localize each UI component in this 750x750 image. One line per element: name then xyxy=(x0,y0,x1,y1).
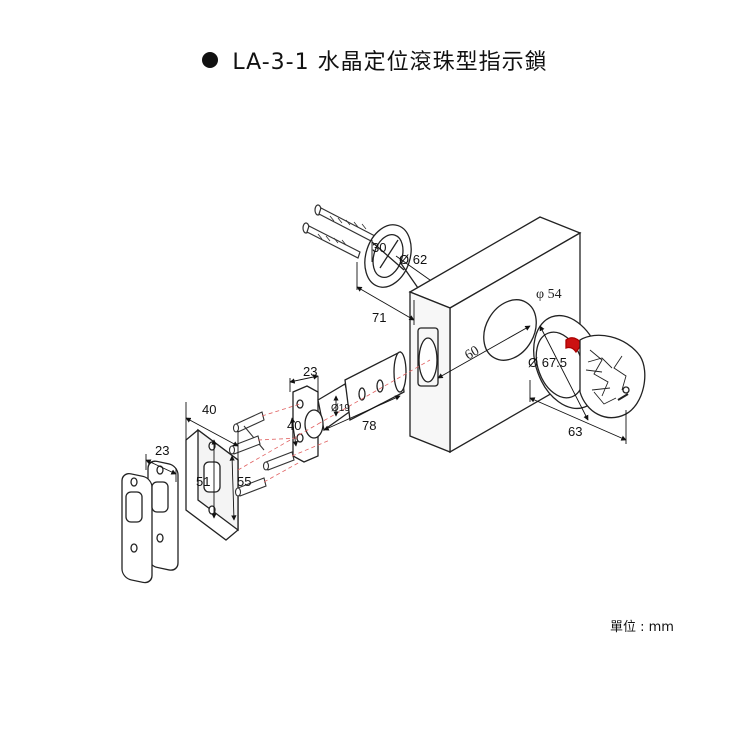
dimension-lines xyxy=(145,240,627,521)
face-plates xyxy=(121,460,179,584)
dim-door-hole: φ 54 xyxy=(536,287,562,302)
dim-latch-length: 78 xyxy=(362,418,376,433)
dim-latch-height: 40 xyxy=(287,418,301,433)
dim-rose-offset: 71 xyxy=(372,310,386,325)
mounting-screws xyxy=(302,204,376,259)
dim-knob-diameter: Ø 67.5 xyxy=(528,355,567,370)
bullet-icon xyxy=(202,52,219,68)
short-screws xyxy=(228,411,295,497)
mounting-rose xyxy=(364,224,419,289)
title-text: LA-3-1 水晶定位滾珠型指示鎖 xyxy=(232,50,548,75)
dim-rose-depth: 30 xyxy=(372,240,386,255)
dim-backset: 60 xyxy=(463,343,483,363)
dim-knob-length: 63 xyxy=(568,424,582,439)
dim-strike-height: 51 xyxy=(196,474,210,489)
dim-rose-diameter: Ø 62 xyxy=(399,252,427,267)
dim-strike-box-height: 55 xyxy=(237,474,251,489)
unit-label: 單位 : mm xyxy=(610,620,674,635)
dim-latch-plate-width: 23 xyxy=(303,364,317,379)
dim-latch-bolt-diameter: Ø19 xyxy=(331,403,350,414)
page-title: LA-3-1 水晶定位滾珠型指示鎖 xyxy=(0,44,750,76)
dim-strike-width: 40 xyxy=(202,402,216,417)
dim-face-plate-width: 23 xyxy=(155,443,169,458)
